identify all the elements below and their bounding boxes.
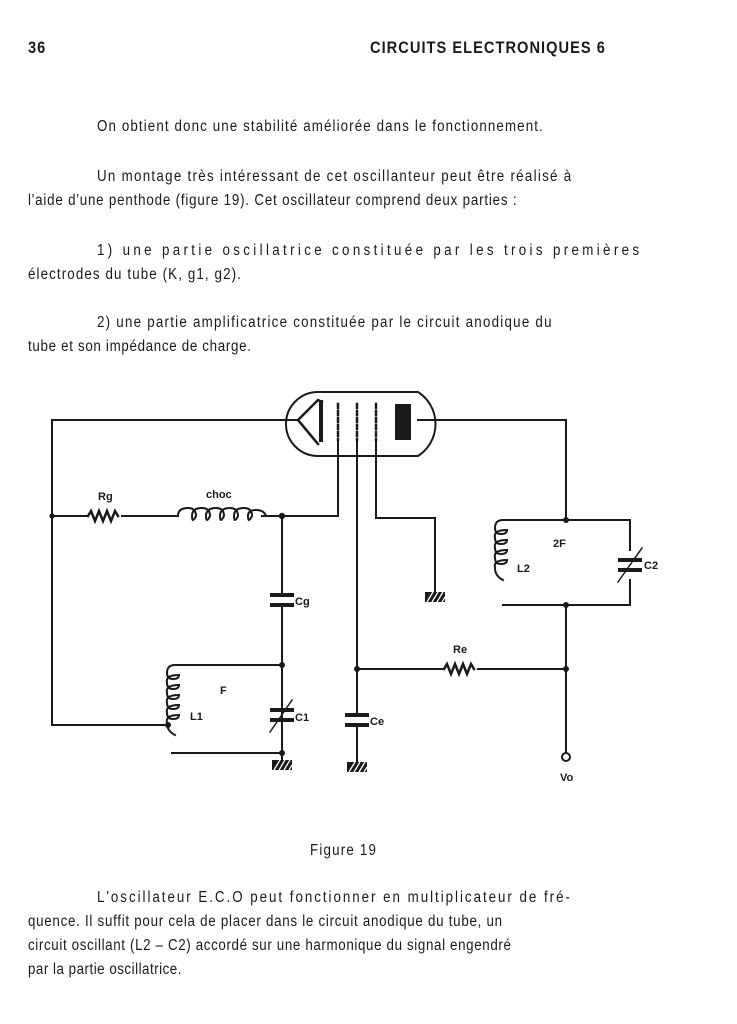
paragraph-5-line-1: L'oscillateur E.C.O peut fonctionner en … — [97, 889, 572, 906]
page-number: 36 — [28, 38, 47, 57]
inductor-l1 — [165, 663, 181, 737]
paragraph-4-line-1: 2) une partie amplificatrice constituée … — [97, 314, 553, 331]
resistor-rg — [86, 507, 120, 525]
label-vo: Vo — [560, 772, 574, 784]
label-c2: C2 — [644, 560, 658, 572]
label-ce: Ce — [370, 716, 384, 728]
inductor-choc — [176, 506, 268, 521]
output-terminal — [561, 752, 571, 762]
paragraph-5-line-3: circuit oscillant (L2 – C2) accordé sur … — [28, 937, 512, 954]
paragraph-4-line-2: tube et son impédance de charge. — [28, 338, 252, 355]
paragraph-1: On obtient donc une stabilité améliorée … — [97, 118, 544, 135]
label-l1: L1 — [190, 711, 203, 723]
label-l2: L2 — [517, 563, 530, 575]
label-rg: Rg — [98, 491, 113, 503]
resistor-re — [442, 660, 476, 678]
label-2f: 2F — [553, 538, 566, 550]
pentode-tube — [285, 391, 437, 457]
cathode — [296, 398, 324, 446]
circuit-diagram: Rg choc Cg F L1 C1 Ce Re L2 2F C2 Vo — [49, 391, 658, 784]
label-re: Re — [453, 644, 467, 656]
paragraph-2-line-1: Un montage très intéressant de cet oscil… — [97, 168, 573, 185]
figure-caption: Figure 19 — [310, 842, 378, 859]
inductor-l2 — [493, 518, 509, 582]
paragraph-3-line-2: électrodes du tube (K, g1, g2). — [28, 266, 242, 283]
label-choc: choc — [206, 489, 232, 501]
label-f: F — [220, 685, 227, 697]
paragraph-5-line-4: par la partie oscillatrice. — [28, 961, 182, 978]
paragraph-2-line-2: l'aide d'une penthode (figure 19). Cet o… — [28, 192, 518, 209]
label-cg: Cg — [295, 596, 310, 608]
paragraph-3-line-1: 1) une partie oscillatrice constituée pa… — [97, 242, 643, 259]
anode-plate — [395, 404, 411, 440]
label-c1: C1 — [295, 712, 309, 724]
running-title: CIRCUITS ELECTRONIQUES 6 — [370, 38, 606, 57]
paragraph-5-line-2: quence. Il suffit pour cela de placer da… — [28, 913, 503, 930]
